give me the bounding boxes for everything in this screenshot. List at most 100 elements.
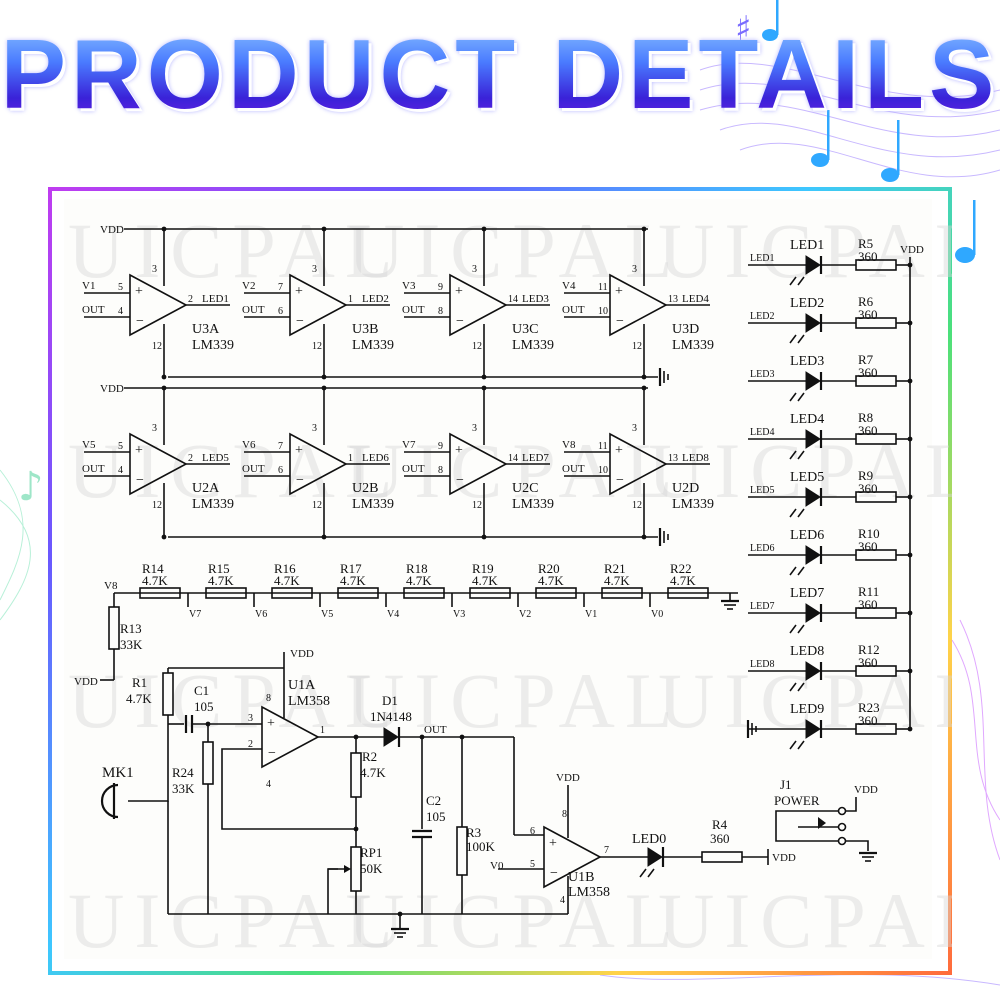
- diode-designator: D1: [382, 693, 398, 708]
- resistor-value: 360: [858, 539, 878, 554]
- tap-label: V2: [519, 609, 531, 620]
- junction-dot: [641, 374, 647, 380]
- pin-number: 10: [598, 465, 608, 476]
- resistor-designator: R9: [858, 468, 873, 483]
- resistor-value: 360: [858, 597, 878, 612]
- pin-number: 2: [188, 453, 193, 464]
- resistor-value: 4.7K: [142, 573, 168, 588]
- ladder-resistor-r19: [469, 587, 511, 599]
- pin-number: 3: [632, 264, 637, 275]
- pin-number: 9: [438, 441, 443, 452]
- part-designator: U3B: [352, 322, 378, 337]
- pin-number: 3: [312, 423, 317, 434]
- music-note-icon: [811, 153, 829, 167]
- pin-number: 1: [348, 294, 353, 305]
- resistor-designator: R14: [142, 561, 164, 576]
- junction-dot: [459, 734, 465, 740]
- svg-text:−: −: [616, 473, 624, 488]
- watermark-text: UICPAL: [648, 427, 952, 514]
- comparator-u3c: +−: [449, 273, 508, 337]
- vdd-label: VDD: [556, 772, 580, 784]
- pin-number: 2: [188, 294, 193, 305]
- pin-number: 4: [118, 306, 123, 317]
- led-designator: LED4: [790, 412, 824, 427]
- watermark-text: UICPAL: [68, 207, 403, 294]
- resistor-designator: R20: [538, 561, 560, 576]
- vdd-label: VDD: [74, 676, 98, 688]
- wiper-arrow-icon: [344, 865, 351, 873]
- tap-label: V1: [585, 609, 597, 620]
- input-net-label: OUT: [82, 304, 105, 316]
- led-net-label: LED4: [750, 427, 774, 438]
- ground-icon: [658, 368, 669, 386]
- net-label: V0: [490, 860, 504, 872]
- ladder-resistor-r20: [535, 587, 577, 599]
- pin-number: 12: [152, 500, 162, 511]
- pin-number: 3: [312, 264, 317, 275]
- input-net-label: V2: [242, 280, 255, 292]
- wire: [846, 797, 857, 812]
- resistor-value: 4.7K: [472, 573, 498, 588]
- comparator-u2b: +−: [289, 432, 348, 496]
- power-jack-icon: [775, 806, 847, 846]
- pin-number: 11: [598, 282, 608, 293]
- resistor-value: 4.7K: [538, 573, 564, 588]
- resistor-designator: R15: [208, 561, 230, 576]
- capacitor-designator: C1: [194, 683, 209, 698]
- led-designator: LED2: [790, 296, 824, 311]
- pin-number: 5: [530, 859, 535, 870]
- junction-dot: [641, 534, 647, 540]
- watermark: UICPALUICPALUICPALUICPALUICPALUICPALUICP…: [68, 207, 952, 964]
- svg-text:−: −: [616, 314, 624, 329]
- resistor-r24: [202, 741, 214, 785]
- resistor-value: 4.7K: [126, 691, 152, 706]
- pin-number: 12: [312, 500, 322, 511]
- watermark-text: UICPAL: [68, 877, 403, 964]
- junction-dot: [397, 911, 403, 917]
- resistor-designator: R24: [172, 765, 194, 780]
- led-6: [789, 545, 823, 576]
- led-net-label: LED7: [750, 601, 774, 612]
- part-number: LM339: [192, 497, 234, 512]
- pin-number: 12: [312, 341, 322, 352]
- pin-number: 3: [248, 713, 253, 724]
- part-number: LM339: [672, 497, 714, 512]
- resistor-value: 4.7K: [360, 765, 386, 780]
- svg-text:+: +: [455, 443, 463, 458]
- comparator-u2c: +−: [449, 432, 508, 496]
- vdd-label: VDD: [772, 852, 796, 864]
- watermark-text: UICPAL: [348, 657, 683, 744]
- input-net-label: V5: [82, 439, 96, 451]
- page-title: PRODUCT DETAILS: [0, 14, 1000, 134]
- resistor-designator: R6: [858, 294, 874, 309]
- input-net-label: OUT: [402, 463, 425, 475]
- ground-icon: [721, 599, 739, 610]
- led-net-label: LED5: [750, 485, 774, 496]
- led-designator: LED3: [790, 354, 824, 369]
- tap-label: V6: [255, 609, 267, 620]
- junction-dot: [321, 374, 327, 380]
- junction-dot: [641, 385, 647, 391]
- led-designator: LED6: [790, 528, 824, 543]
- junction-dot: [161, 374, 167, 380]
- svg-text:+: +: [267, 716, 275, 731]
- pin-number: 3: [152, 423, 157, 434]
- ground-icon: [746, 720, 757, 738]
- pin-number: 8: [438, 306, 443, 317]
- resistor-designator: R2: [362, 749, 377, 764]
- watermark-text: UICPAL: [348, 427, 683, 514]
- vdd-label: VDD: [854, 784, 878, 796]
- wire: [221, 748, 356, 830]
- junction-dot: [907, 552, 913, 558]
- part-designator: U1B: [568, 870, 594, 885]
- connector-designator: J1: [780, 777, 792, 792]
- resistor-value: 4.7K: [208, 573, 234, 588]
- resistor-designator: R19: [472, 561, 494, 576]
- led-net-label: LED8: [750, 659, 774, 670]
- led-designator: LED8: [790, 644, 824, 659]
- mic-designator: MK1: [102, 765, 134, 781]
- pin-number: 8: [562, 809, 567, 820]
- output-net-label: LED3: [522, 293, 549, 305]
- resistor-designator: R13: [120, 621, 142, 636]
- svg-text:−: −: [296, 314, 304, 329]
